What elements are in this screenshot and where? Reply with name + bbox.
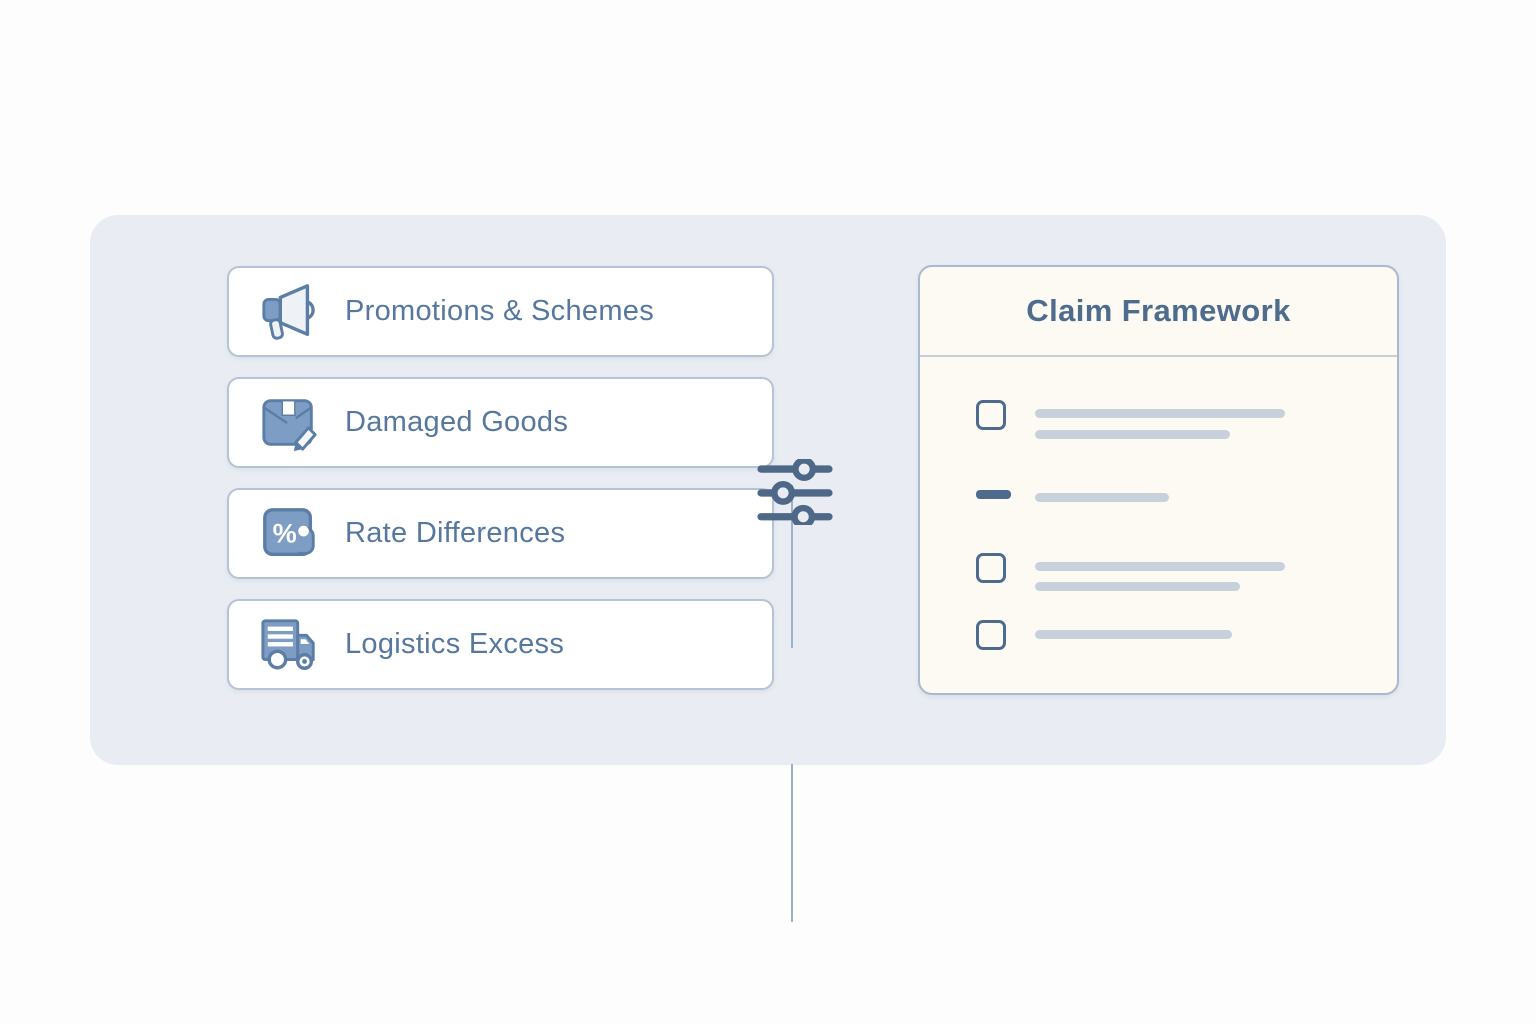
placeholder-line (1035, 493, 1169, 502)
checkbox-item-3[interactable] (976, 620, 1006, 650)
card-label: Promotions & Schemes (345, 295, 655, 327)
diagram-container: Promotions & Schemes Damaged Goods % (90, 215, 1446, 922)
connector-line-top (791, 485, 793, 648)
claim-framework-card: Claim Framework (918, 265, 1399, 695)
percent-icon: % (259, 503, 321, 565)
checkbox-item-2[interactable] (976, 553, 1006, 583)
dash-marker (976, 490, 1011, 499)
claim-framework-header: Claim Framework (920, 267, 1397, 357)
connector-line-bottom (791, 764, 793, 922)
svg-text:%: % (273, 517, 297, 548)
card-rate-differences[interactable]: % Rate Differences (227, 488, 774, 579)
card-label: Logistics Excess (345, 628, 565, 660)
checkbox-item-1[interactable] (976, 400, 1006, 430)
placeholder-line (1035, 409, 1285, 418)
card-promotions-schemes[interactable]: Promotions & Schemes (227, 266, 774, 357)
megaphone-icon (259, 281, 321, 343)
damaged-goods-icon (259, 392, 321, 454)
placeholder-line (1035, 430, 1230, 439)
card-damaged-goods[interactable]: Damaged Goods (227, 377, 774, 468)
placeholder-line (1035, 582, 1240, 591)
truck-icon (259, 614, 321, 676)
card-label: Damaged Goods (345, 406, 569, 438)
placeholder-line (1035, 562, 1285, 571)
card-logistics-excess[interactable]: Logistics Excess (227, 599, 774, 690)
card-label: Rate Differences (345, 517, 566, 549)
claim-framework-title: Claim Framework (1026, 293, 1291, 328)
sliders-icon (757, 459, 833, 525)
placeholder-line (1035, 630, 1232, 639)
